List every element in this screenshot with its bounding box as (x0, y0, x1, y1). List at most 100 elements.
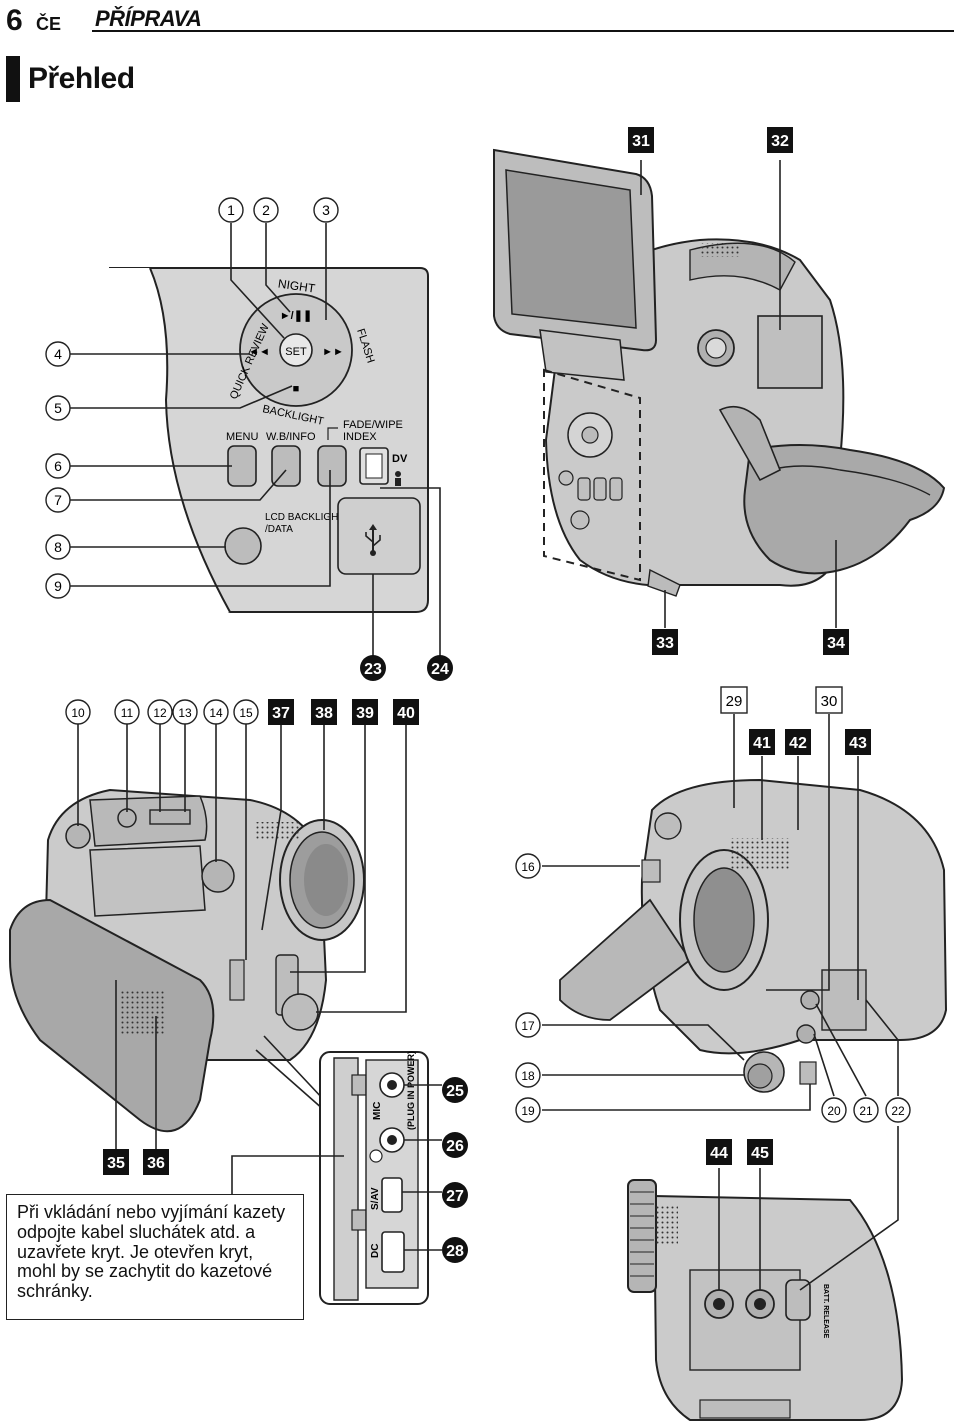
svg-text:14: 14 (209, 706, 223, 720)
callout-5: 5 (45, 395, 71, 421)
lcd-backlight-label: LCD BACKLIGHT (265, 512, 344, 523)
svg-text:15: 15 (239, 706, 253, 720)
svg-text:31: 31 (632, 133, 650, 150)
svg-text:40: 40 (397, 705, 415, 722)
lcd-backlight-button (224, 527, 262, 565)
svg-text:26: 26 (446, 1138, 464, 1155)
callout-22: 22 (885, 1097, 911, 1123)
callout-28: 28 (442, 1237, 468, 1263)
svg-text:20: 20 (827, 1104, 841, 1118)
index-button (317, 445, 347, 487)
svg-text:4: 4 (54, 346, 62, 362)
dv-label: DV (392, 453, 408, 465)
svg-text:2: 2 (262, 202, 270, 218)
svg-text:9: 9 (54, 578, 62, 594)
svg-text:13: 13 (178, 706, 192, 720)
callout-25: 25 (442, 1077, 468, 1103)
callout-31: 31 (628, 127, 654, 153)
plug-in-power-label: (PLUG IN POWER) (406, 1051, 416, 1130)
dc-jack (381, 1231, 405, 1273)
callout-23: 23 (360, 655, 386, 681)
svg-text:12: 12 (153, 706, 167, 720)
callout-37: 37 (268, 699, 294, 725)
svg-text:23: 23 (364, 661, 382, 678)
callout-24: 24 (427, 655, 453, 681)
svg-text:44: 44 (710, 1145, 728, 1162)
svg-text:45: 45 (751, 1145, 769, 1162)
callout-32: 32 (767, 127, 793, 153)
hand-strap (743, 444, 946, 575)
stop-label: ■ (293, 383, 300, 395)
speaker-grill (120, 990, 166, 1036)
play-pause-label: ►/❚❚ (280, 310, 312, 322)
usb-cover (337, 497, 421, 575)
callout-20: 20 (821, 1097, 847, 1123)
menu-label: MENU (226, 431, 258, 443)
callout-19: 19 (515, 1097, 541, 1123)
callout-35: 35 (103, 1149, 129, 1175)
svg-text:18: 18 (521, 1069, 535, 1083)
svg-text:42: 42 (789, 735, 807, 752)
night-label: NIGHT (277, 277, 317, 296)
callout-40: 40 (393, 699, 419, 725)
callout-1: 1 (218, 197, 244, 223)
svg-text:27: 27 (446, 1188, 464, 1205)
svg-text:32: 32 (771, 133, 789, 150)
ff-label: ►► (322, 346, 344, 358)
callout-4: 4 (45, 341, 71, 367)
svg-text:11: 11 (121, 706, 134, 720)
set-label: SET (285, 346, 307, 358)
callout-44: 44 (706, 1139, 732, 1165)
page-title: Přehled (28, 62, 135, 95)
dc-label: DC (370, 1244, 381, 1258)
s-av-label: S/AV (370, 1187, 381, 1210)
svg-text:43: 43 (849, 735, 867, 752)
callout-43: 43 (845, 729, 871, 755)
control-panel: SET ►/❚❚ ◄◄ ►► ■ NIGHT QUICK REVIEW FLAS… (70, 223, 441, 658)
callout-2: 2 (253, 197, 279, 223)
lcd-screen (505, 169, 637, 329)
callout-8: 8 (45, 534, 71, 560)
svg-text:16: 16 (521, 860, 535, 874)
callout-16: 16 (515, 853, 541, 879)
svg-text:24: 24 (431, 661, 449, 678)
svg-text:34: 34 (827, 635, 845, 652)
callout-9: 9 (45, 573, 71, 599)
svg-text:19: 19 (521, 1104, 535, 1118)
callout-29: 29 (720, 686, 748, 714)
svg-text:36: 36 (147, 1155, 165, 1172)
language-code: ČE (36, 14, 62, 34)
callout-6: 6 (45, 453, 71, 479)
callout-12: 12 (147, 699, 173, 725)
camera-front-view (542, 714, 948, 1111)
svg-text:35: 35 (107, 1155, 125, 1172)
rew-label: ◄◄ (248, 346, 270, 358)
svg-text:38: 38 (315, 705, 333, 722)
callout-7: 7 (45, 487, 71, 513)
usb-icon (365, 524, 381, 556)
index-label: INDEX (343, 431, 377, 443)
callout-15: 15 (233, 699, 259, 725)
svg-text:10: 10 (71, 706, 85, 720)
svg-text:6: 6 (54, 458, 62, 474)
callout-14: 14 (203, 699, 229, 725)
s-av-jack (381, 1177, 403, 1213)
callout-30: 30 (815, 686, 843, 714)
callout-13: 13 (172, 699, 198, 725)
svg-text:5: 5 (54, 400, 62, 416)
svg-text:21: 21 (859, 1104, 873, 1118)
header-rule (92, 30, 954, 32)
callout-17: 17 (515, 1012, 541, 1038)
callout-42: 42 (785, 729, 811, 755)
callout-33: 33 (652, 629, 678, 655)
svg-text:30: 30 (821, 693, 838, 710)
callout-27: 27 (442, 1182, 468, 1208)
battery-release-lever (785, 1279, 811, 1321)
callout-11: 11 (114, 699, 140, 725)
svg-text:37: 37 (272, 705, 290, 722)
wb-info-button (271, 445, 301, 487)
callout-34: 34 (823, 629, 849, 655)
callout-26: 26 (442, 1132, 468, 1158)
svg-text:41: 41 (753, 735, 771, 752)
